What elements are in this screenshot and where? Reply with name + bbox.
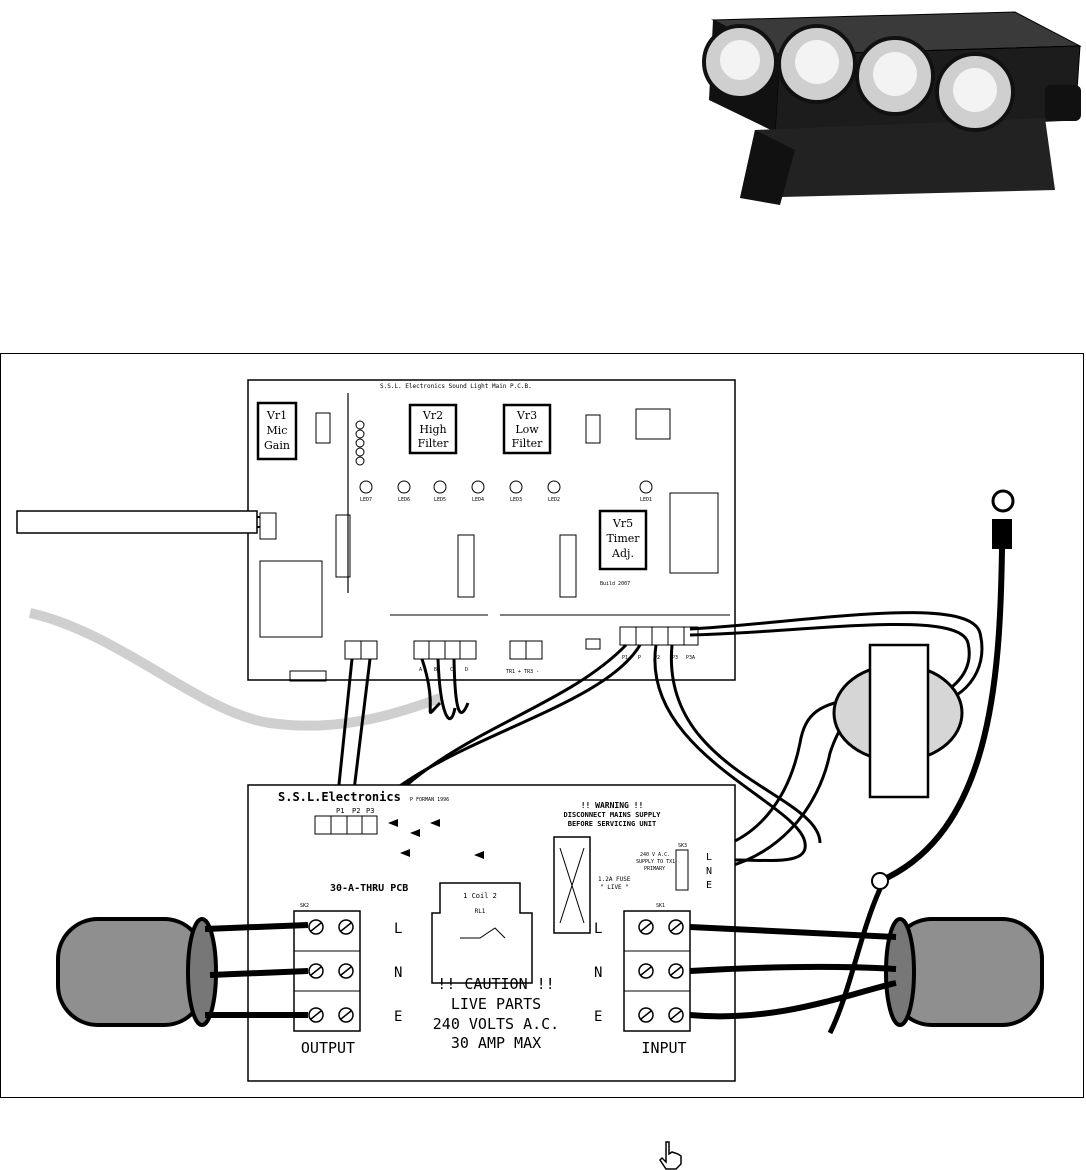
svg-text:TR1 + TR3 -: TR1 + TR3 - xyxy=(506,669,539,675)
svg-text:Vr2: Vr2 xyxy=(422,409,443,422)
main-pcb: S.S.L. Electronics Sound Light Main P.C.… xyxy=(247,379,736,682)
svg-text:E: E xyxy=(594,1009,602,1025)
wiring-diagram-frame xyxy=(0,353,1084,1098)
svg-text:LED7: LED7 xyxy=(360,497,372,503)
svg-text:E: E xyxy=(706,880,712,891)
svg-text:PRIMARY: PRIMARY xyxy=(644,866,665,872)
build-label: Build 2007 xyxy=(600,581,630,587)
svg-text:Filter: Filter xyxy=(512,437,544,450)
earth-ring-lead xyxy=(827,489,1015,1035)
svg-text:240 VOLTS A.C.: 240 VOLTS A.C. xyxy=(433,1015,559,1033)
svg-text:P: P xyxy=(638,655,641,661)
p-terminal-block: P1 P2 P3 xyxy=(314,807,378,835)
svg-text:N: N xyxy=(594,965,602,981)
light-bar-photo xyxy=(702,11,1082,205)
svg-text:L: L xyxy=(394,921,402,937)
svg-text:LIVE PARTS: LIVE PARTS xyxy=(451,995,541,1013)
svg-text:30 AMP MAX: 30 AMP MAX xyxy=(451,1034,541,1052)
svg-text:!! WARNING !!: !! WARNING !! xyxy=(581,801,644,810)
led-row: LED7 LED6 LED5 LED4 LED3 LED2 LED1 xyxy=(359,480,653,503)
svg-text:P3: P3 xyxy=(672,655,678,661)
svg-text:DISCONNECT MAINS SUPPLY: DISCONNECT MAINS SUPPLY xyxy=(564,811,662,819)
svg-text:SUPPLY TO TX1: SUPPLY TO TX1 xyxy=(636,859,675,865)
svg-text:RL1: RL1 xyxy=(475,908,486,915)
svg-text:P2: P2 xyxy=(654,655,660,661)
diodes xyxy=(388,819,484,859)
svg-text:Mic: Mic xyxy=(267,424,288,437)
main-pcb-terminals: A B C D TR1 + TR3 - P1 P P2 P3 P3A xyxy=(344,626,699,675)
thru-pcb: S.S.L.Electronics P FORMAN 1996 30-A-THR… xyxy=(247,784,736,1082)
input-label: INPUT xyxy=(641,1039,686,1057)
vr2-high-filter-control: Vr2 High Filter xyxy=(408,403,458,455)
faded-cable xyxy=(28,608,442,731)
svg-text:Timer: Timer xyxy=(606,532,640,545)
vr3-low-filter-control: Vr3 Low Filter xyxy=(502,403,552,455)
ic-chips xyxy=(259,408,719,682)
svg-text:Filter: Filter xyxy=(418,437,450,450)
svg-text:240 V A.C.: 240 V A.C. xyxy=(640,852,670,858)
svg-text:High: High xyxy=(419,423,446,436)
fuse: 1.2A FUSE " LIVE " xyxy=(553,836,631,934)
svg-text:L: L xyxy=(594,921,602,937)
svg-text:P1: P1 xyxy=(336,807,344,815)
svg-text:C: C xyxy=(450,667,453,673)
brand-label: S.S.L.Electronics xyxy=(278,790,401,804)
wiring-diagram: S.S.L. Electronics Sound Light Main P.C.… xyxy=(16,379,1044,1082)
svg-text:P3A: P3A xyxy=(686,655,695,661)
svg-text:P2: P2 xyxy=(352,807,360,815)
svg-text:LED3: LED3 xyxy=(510,497,522,503)
svg-text:N: N xyxy=(706,866,712,877)
svg-text:B: B xyxy=(434,667,437,673)
svg-text:P3: P3 xyxy=(366,807,374,815)
supply-terminal: 240 V A.C. SUPPLY TO TX1 PRIMARY SK3 L N… xyxy=(636,843,712,891)
svg-text:!! CAUTION !!: !! CAUTION !! xyxy=(437,975,554,993)
svg-text:Vr1: Vr1 xyxy=(266,409,287,422)
output-label: OUTPUT xyxy=(301,1039,355,1057)
svg-text:N: N xyxy=(394,965,402,981)
svg-text:SK1: SK1 xyxy=(656,903,665,909)
svg-text:LED6: LED6 xyxy=(398,497,410,503)
svg-text:A: A xyxy=(419,667,422,673)
caution-text: !! CAUTION !! LIVE PARTS 240 VOLTS A.C. … xyxy=(433,975,559,1052)
transformer xyxy=(832,643,964,799)
warning-text: !! WARNING !! DISCONNECT MAINS SUPPLY BE… xyxy=(564,801,662,828)
coil-inductor xyxy=(355,420,365,466)
pcb-name: 30-A-THRU PCB xyxy=(330,883,408,894)
svg-text:P FORMAN 1996: P FORMAN 1996 xyxy=(410,797,449,803)
lamp-lenses xyxy=(702,24,1015,132)
svg-text:BEFORE SERVICING UNIT: BEFORE SERVICING UNIT xyxy=(568,820,657,828)
svg-text:SK2: SK2 xyxy=(300,903,309,909)
svg-text:Vr5: Vr5 xyxy=(612,517,633,530)
svg-text:Gain: Gain xyxy=(264,439,290,452)
main-pcb-title: S.S.L. Electronics Sound Light Main P.C.… xyxy=(380,383,532,390)
input-terminal-block: SK1 L N E INPUT xyxy=(594,903,691,1057)
svg-text:SK3: SK3 xyxy=(678,843,687,849)
svg-text:1 Coil 2: 1 Coil 2 xyxy=(463,892,497,900)
vr1-mic-gain-control: Vr1 Mic Gain xyxy=(256,401,298,461)
svg-text:E: E xyxy=(394,1009,402,1025)
input-cable xyxy=(689,917,1044,1027)
svg-text:LED4: LED4 xyxy=(472,497,484,503)
svg-text:Vr3: Vr3 xyxy=(516,409,537,422)
output-cable xyxy=(56,917,309,1027)
svg-text:Low: Low xyxy=(515,423,539,436)
svg-text:1.2A FUSE: 1.2A FUSE xyxy=(598,876,631,883)
vr5-timer-adj-control: Vr5 Timer Adj. xyxy=(598,509,648,571)
relay-rl1: 1 Coil 2 RL1 xyxy=(431,882,533,984)
svg-text:LED5: LED5 xyxy=(434,497,446,503)
svg-text:LED1: LED1 xyxy=(640,497,652,503)
hand-cursor-icon xyxy=(659,1141,682,1170)
svg-text:L: L xyxy=(706,852,712,863)
svg-text:Adj.: Adj. xyxy=(611,547,634,560)
svg-text:P1: P1 xyxy=(622,655,628,661)
svg-text:D: D xyxy=(465,667,468,673)
mic-cable xyxy=(16,510,277,540)
svg-text:LED2: LED2 xyxy=(548,497,560,503)
svg-text:" LIVE ": " LIVE " xyxy=(600,884,629,891)
